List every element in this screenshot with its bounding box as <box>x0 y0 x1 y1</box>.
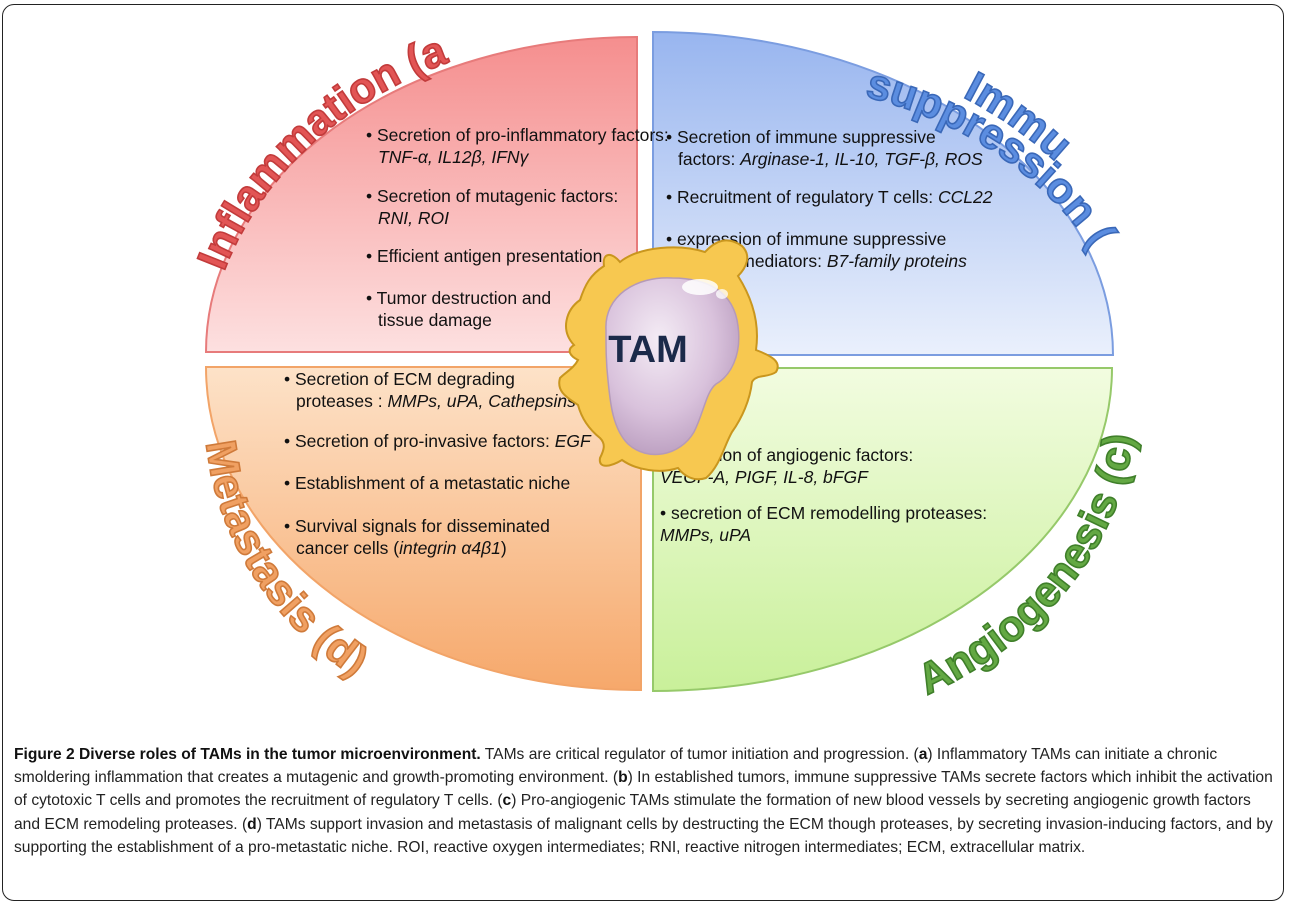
figure-frame <box>2 4 1284 901</box>
quadrant-d-item-4-line-1: • Survival signals for disseminated <box>284 516 550 536</box>
quadrant-b-background <box>652 30 1115 356</box>
quadrant-d-background <box>204 366 642 692</box>
quadrant-c-background <box>652 367 1114 693</box>
quadrant-b-item-2-line-1: • Recruitment of regulatory T cells: CCL… <box>666 187 993 207</box>
quadrant-b-item-3-line-1: • expression of immune suppressive <box>666 229 946 249</box>
quadrant-a-item-1-line-1: • Secretion of pro-inflammatory factors: <box>366 125 669 145</box>
quadrant-a-items: • Secretion of pro-inflammatory factors:… <box>366 125 669 330</box>
quadrant-b-item-1-line-2: factors: Arginase-1, IL-10, TGF-β, ROS <box>678 149 983 169</box>
quadrant-b-item-1-line-1: • Secretion of immune suppressive <box>666 127 936 147</box>
caption-label: Figure 2 Diverse roles of TAMs in the tu… <box>14 746 481 763</box>
quadrant-a-item-4-line-2: tissue damage <box>378 310 492 330</box>
quadrant-d-item-1-line-1: • Secretion of ECM degrading <box>284 369 515 389</box>
quadrant-d-item-3-line-1: • Establishment of a metastatic niche <box>284 473 570 493</box>
quadrant-c-item-2-line-2: MMPs, uPA <box>660 525 751 545</box>
tam-center-label: TAM <box>608 329 688 371</box>
figure-caption: Figure 2 Diverse roles of TAMs in the tu… <box>14 743 1276 859</box>
quadrant-a-item-1-line-2: TNF-α, IL12β, IFNγ <box>378 147 530 167</box>
quadrant-d-item-2-line-1: • Secretion of pro-invasive factors: EGF <box>284 431 592 451</box>
quadrant-a-item-4-line-1: • Tumor destruction and <box>366 288 551 308</box>
quadrant-d-item-1-line-2: proteases : MMPs, uPA, Cathepsins <box>296 391 576 411</box>
quadrant-d-item-4-line-2: cancer cells (integrin α4β1) <box>296 538 507 558</box>
tam-cell-icon: TAM <box>558 239 779 481</box>
nucleus-highlight <box>682 279 718 295</box>
quadrant-a-item-2-line-2: RNI, ROI <box>378 208 449 228</box>
caption-body: TAMs are critical regulator of tumor ini… <box>14 746 1273 856</box>
quadrant-c-item-2-line-1: • secretion of ECM remodelling proteases… <box>660 503 987 523</box>
quadrant-a-item-3-line-1: • Efficient antigen presentation <box>366 246 602 266</box>
tam-roles-diagram: Inflammation (a) Immune suppression (b) … <box>0 0 1144 705</box>
quadrant-a-item-2-line-1: • Secretion of mutagenic factors: <box>366 186 618 206</box>
quadrant-a-background <box>204 35 638 353</box>
nucleus-highlight-small <box>716 289 728 299</box>
cell-nucleus <box>605 277 740 456</box>
